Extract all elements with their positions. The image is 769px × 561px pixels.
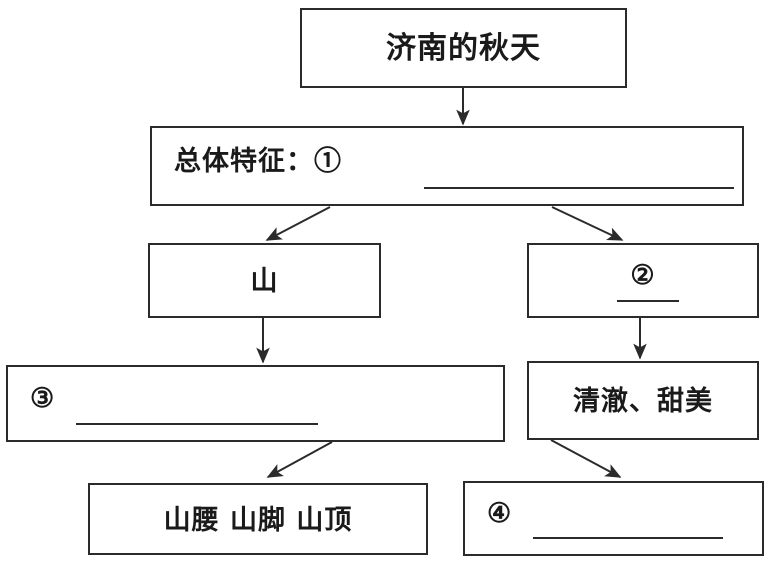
node-title: 济南的秋天 bbox=[300, 8, 627, 88]
node-title-label: 济南的秋天 bbox=[386, 31, 541, 66]
node-blank-two-fill-in-blank[interactable] bbox=[617, 300, 679, 302]
node-blank-four: ④ bbox=[463, 481, 764, 556]
node-blank-three: ③ bbox=[6, 365, 505, 442]
node-blank-two-label: ② bbox=[630, 260, 656, 291]
node-blank-three-fill-in-blank[interactable] bbox=[76, 423, 318, 425]
node-water-quality: 清澈、甜美 bbox=[527, 361, 759, 440]
arrow-overall-to-mountain bbox=[265, 206, 331, 241]
node-blank-two: ② bbox=[527, 243, 759, 318]
node-blank-three-label: ③ bbox=[30, 383, 56, 414]
node-overall-feature-fill-in-blank[interactable] bbox=[424, 187, 734, 189]
node-mountain-label: 山 bbox=[250, 266, 279, 297]
arrow-overall-to-blank-two bbox=[551, 206, 624, 241]
arrow-blank-three-to-parts bbox=[266, 441, 333, 478]
node-blank-four-label: ④ bbox=[487, 498, 513, 529]
node-overall-feature-label: 总体特征：① bbox=[174, 146, 342, 177]
arrow-water-to-blank-four bbox=[550, 439, 622, 478]
node-water-quality-label: 清澈、甜美 bbox=[573, 386, 713, 417]
node-mountain-parts: 山腰 山脚 山顶 bbox=[88, 483, 428, 555]
node-mountain: 山 bbox=[148, 243, 381, 318]
node-mountain-parts-label: 山腰 山脚 山顶 bbox=[163, 505, 353, 536]
node-blank-four-fill-in-blank[interactable] bbox=[533, 537, 723, 539]
node-overall-feature: 总体特征：① bbox=[150, 126, 744, 206]
